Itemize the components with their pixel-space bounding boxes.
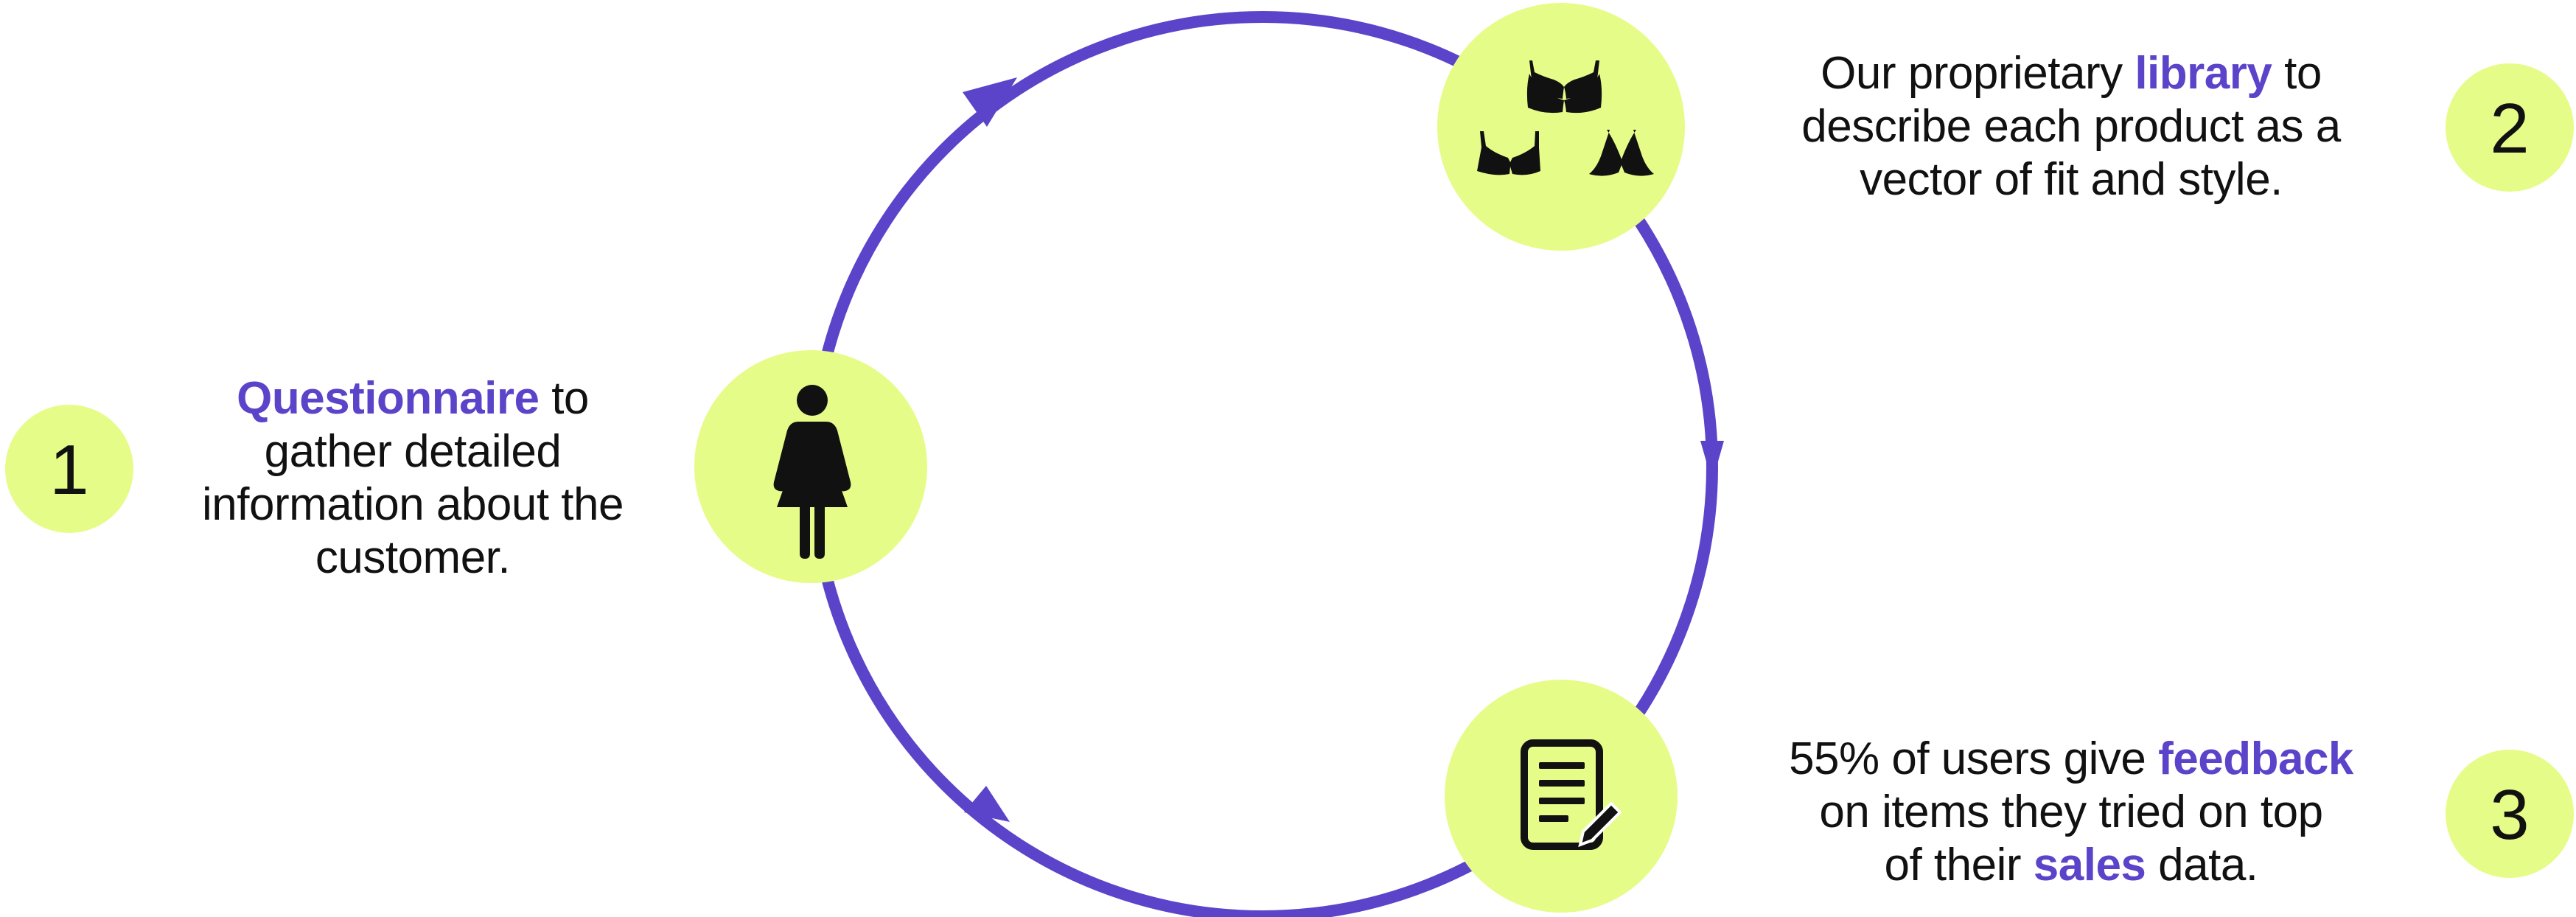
step-2-description: Our proprietary library to describe each… (1739, 47, 2403, 206)
document-edit-icon (1521, 739, 1622, 850)
step-2-line-1-post: to (2272, 48, 2322, 99)
step-1-line-1-rest: to (539, 373, 589, 424)
step-1-line-4: customer. (315, 532, 511, 583)
step-2-highlight: library (2135, 48, 2272, 99)
step-number-2: 2 (2490, 89, 2529, 168)
step-1-line-1: Questionnaire to (162, 372, 663, 425)
step-3-line-3: of their sales data. (1739, 839, 2403, 892)
step-3-highlight-2: sales (2033, 840, 2146, 890)
step-3-highlight: feedback (2158, 733, 2353, 784)
arrow-right (1700, 441, 1724, 482)
node-feedback (1445, 680, 1678, 913)
step-3-line-3-post: data. (2146, 840, 2258, 890)
bras-icon (1477, 60, 1654, 176)
step-3-description: 55% of users give feedback on items they… (1739, 733, 2403, 892)
arrow-top-left (963, 77, 1017, 127)
step-2-line-3: vector of fit and style. (1860, 154, 2283, 205)
badge-1 (5, 405, 133, 533)
step-3-line-3-pre: of their (1884, 840, 2034, 890)
badge-3 (2446, 750, 2574, 878)
step-3-line-1: 55% of users give feedback (1739, 733, 2403, 786)
step-number-1: 1 (49, 430, 88, 509)
step-2-line-1: Our proprietary library to (1739, 47, 2403, 100)
step-3-line-2: on items they tried on top (1819, 787, 2323, 837)
step-1-line-3: information about the (202, 479, 624, 530)
step-1-description: Questionnaire to gather detailed informa… (162, 372, 663, 585)
step-number-3: 3 (2490, 775, 2529, 854)
badge-2 (2446, 63, 2574, 192)
woman-icon (773, 385, 851, 559)
step-3-line-1-pre: 55% of users give (1789, 733, 2159, 784)
step-2-line-1-pre: Our proprietary (1821, 48, 2135, 99)
step-1-line-2: gather detailed (264, 426, 562, 477)
step-2-line-2: describe each product as a (1801, 101, 2341, 152)
node-library (1437, 3, 1685, 251)
step-1-highlight: Questionnaire (237, 373, 540, 424)
arrow-bottom-left (964, 786, 1010, 822)
